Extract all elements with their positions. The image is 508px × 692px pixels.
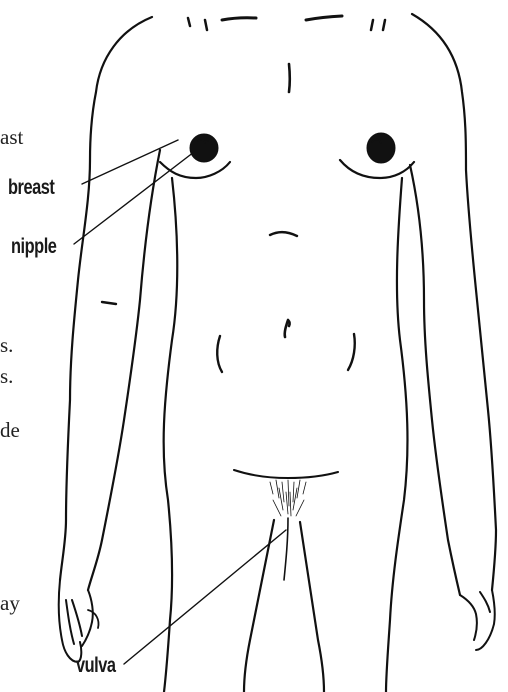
vulva-leader-line: [124, 530, 286, 664]
torso-left-side: [164, 178, 178, 692]
neck-stroke: [371, 20, 373, 30]
nipple-label: nipple: [11, 236, 56, 257]
inner-thigh-line: [284, 518, 288, 580]
left-shoulder-outline: [60, 17, 152, 580]
clavicle-right: [306, 16, 342, 20]
pubic-hair: [270, 480, 306, 516]
left-hand: [59, 580, 93, 662]
vulva-label: vulva: [76, 655, 116, 676]
left-inner-arm: [88, 150, 160, 590]
neck-stroke: [383, 20, 385, 30]
right-thigh-inner: [300, 522, 324, 692]
neck-stroke: [205, 20, 207, 30]
left-elbow-mark: [102, 302, 116, 304]
right-nipple: [367, 133, 395, 163]
right-hand: [460, 590, 495, 650]
breast-label: breast: [8, 177, 54, 198]
left-thigh-inner: [244, 520, 274, 692]
left-nipple: [190, 134, 218, 162]
navel: [285, 320, 290, 337]
sternum-line: [289, 64, 290, 92]
right-inner-arm: [410, 165, 460, 595]
left-hip-line: [217, 336, 222, 372]
torso-right-side: [386, 178, 407, 692]
clavicle-left: [222, 18, 256, 20]
ribcage-mark: [270, 232, 297, 236]
right-hip-line: [348, 334, 355, 370]
groin-outline: [234, 470, 338, 478]
neck-stroke: [188, 18, 190, 26]
breast-leader-line: [82, 140, 178, 184]
